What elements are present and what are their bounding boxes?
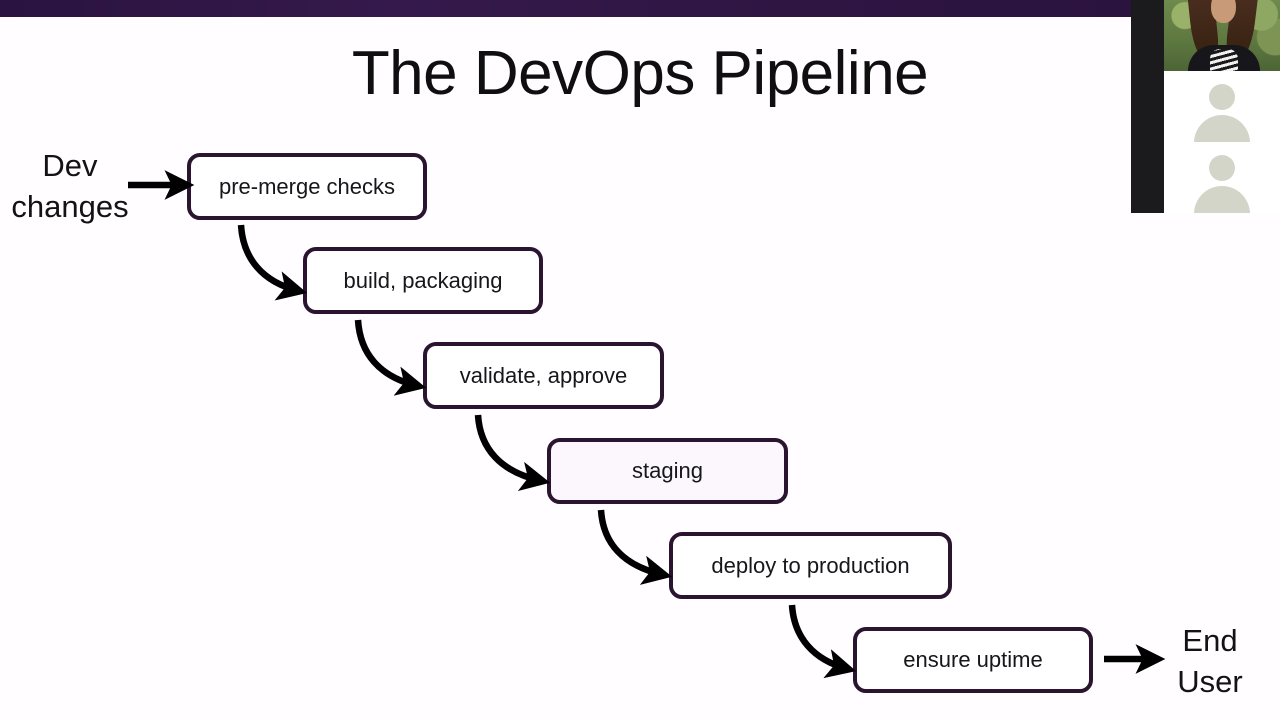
webcam-video-feed: [1164, 0, 1280, 71]
node-label: ensure uptime: [903, 647, 1043, 672]
node-label: pre-merge checks: [218, 173, 396, 199]
person-icon: [1209, 155, 1235, 181]
participant-tile-placeholder-2[interactable]: [1164, 142, 1280, 213]
node-label: staging: [632, 458, 703, 483]
video-conference-rail: [1131, 0, 1280, 213]
arrow-validate-approve-to-staging: [474, 414, 551, 492]
node-validate-approve[interactable]: validate, approve: [423, 342, 664, 409]
arrow-staging-to-deploy-to-production: [597, 509, 673, 585]
node-pre-merge-checks[interactable]: pre-merge checks: [187, 153, 427, 220]
end-label-line-2: User: [1177, 664, 1243, 699]
arrow-pre-merge-checks-to-build-packaging: [237, 224, 308, 301]
diagram-end-label: End User: [1150, 620, 1270, 702]
diagram-start-label: Dev changes: [0, 145, 140, 227]
arrow-build-packaging-to-validate-approve: [354, 319, 427, 396]
node-label: deploy to production: [711, 552, 910, 578]
arrow-deploy-to-production-to-ensure-uptime: [788, 604, 857, 679]
node-ensure-uptime[interactable]: ensure uptime: [853, 627, 1093, 693]
avatar: [1164, 142, 1280, 213]
participant-tile-placeholder-1[interactable]: [1164, 71, 1280, 142]
photo-shirt-stripes: [1210, 49, 1238, 71]
person-icon: [1209, 84, 1235, 110]
participant-tile-camera[interactable]: [1164, 0, 1280, 71]
node-build-packaging[interactable]: build, packaging: [303, 247, 543, 314]
slide-accent-bar: [0, 0, 1131, 17]
page-title: The DevOps Pipeline: [351, 39, 929, 108]
avatar: [1164, 71, 1280, 142]
photo-face: [1211, 0, 1236, 23]
start-label-line-2: changes: [11, 189, 129, 224]
node-label: build, packaging: [343, 267, 503, 293]
start-label-line-1: Dev: [42, 148, 98, 183]
node-staging[interactable]: staging: [547, 438, 788, 504]
end-label-line-1: End: [1182, 623, 1238, 658]
person-icon-body: [1194, 115, 1250, 142]
node-deploy-to-production[interactable]: deploy to production: [669, 532, 952, 599]
node-label: validate, approve: [459, 362, 628, 388]
person-icon-body: [1194, 186, 1250, 213]
